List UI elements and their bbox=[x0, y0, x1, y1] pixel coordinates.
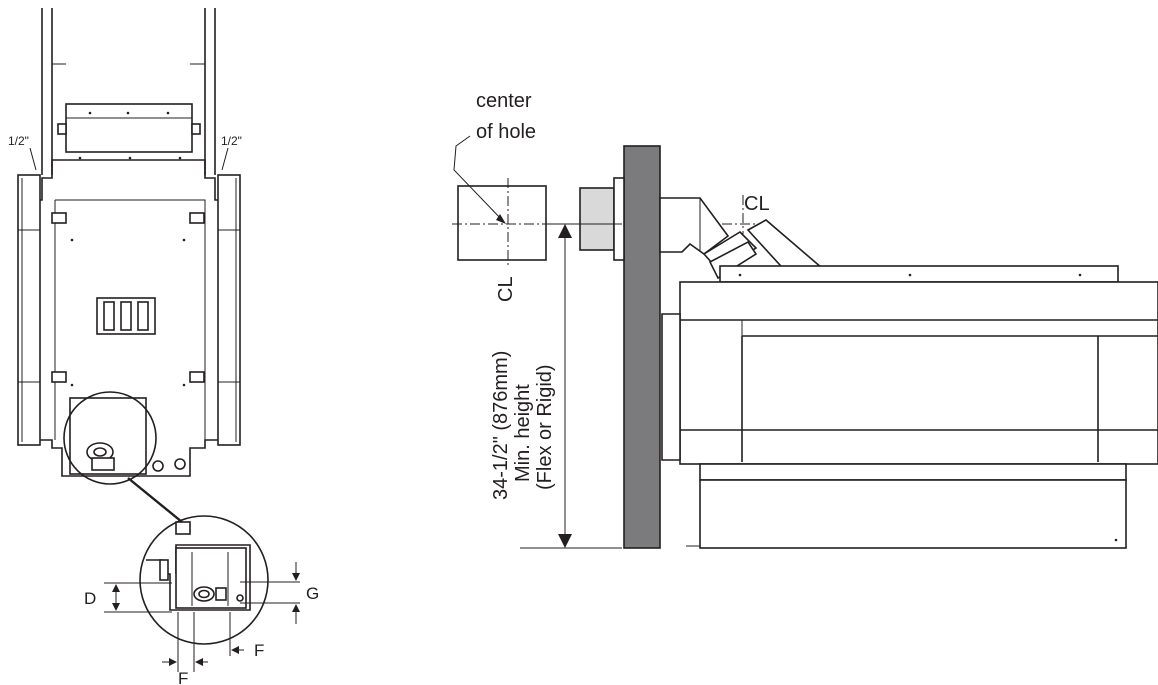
center-of-hole-label-2: of hole bbox=[476, 121, 536, 143]
height-label-line3: (Flex or Rigid) bbox=[534, 364, 556, 490]
right-gap-label: 1/2" bbox=[221, 134, 242, 148]
dim-g-label: G bbox=[306, 584, 319, 603]
dim-f-bottom-label: F bbox=[178, 669, 188, 685]
height-label-line2: Min. height bbox=[512, 384, 534, 482]
top-view-drawing bbox=[17, 8, 241, 523]
vent-hole-box bbox=[457, 185, 547, 261]
centerline-symbol-top: CL bbox=[744, 193, 770, 215]
detail-circle-small bbox=[63, 391, 157, 485]
height-label-line1: 34-1/2" (876mm) bbox=[490, 351, 512, 500]
centerline-symbol-box: CL bbox=[495, 276, 517, 302]
dim-f-right-label: F bbox=[254, 641, 264, 660]
side-view-drawing bbox=[452, 135, 1158, 549]
left-gap-label: 1/2" bbox=[8, 134, 29, 148]
center-of-hole-label-1: center bbox=[476, 90, 532, 112]
dimension-markers bbox=[104, 562, 300, 672]
left-side-panel bbox=[17, 174, 41, 446]
right-side-panel bbox=[217, 174, 241, 446]
firebox-body bbox=[679, 281, 1158, 465]
dim-d-label: D bbox=[84, 589, 96, 608]
detail-magnified-view bbox=[139, 515, 269, 645]
wall-section bbox=[623, 145, 661, 549]
